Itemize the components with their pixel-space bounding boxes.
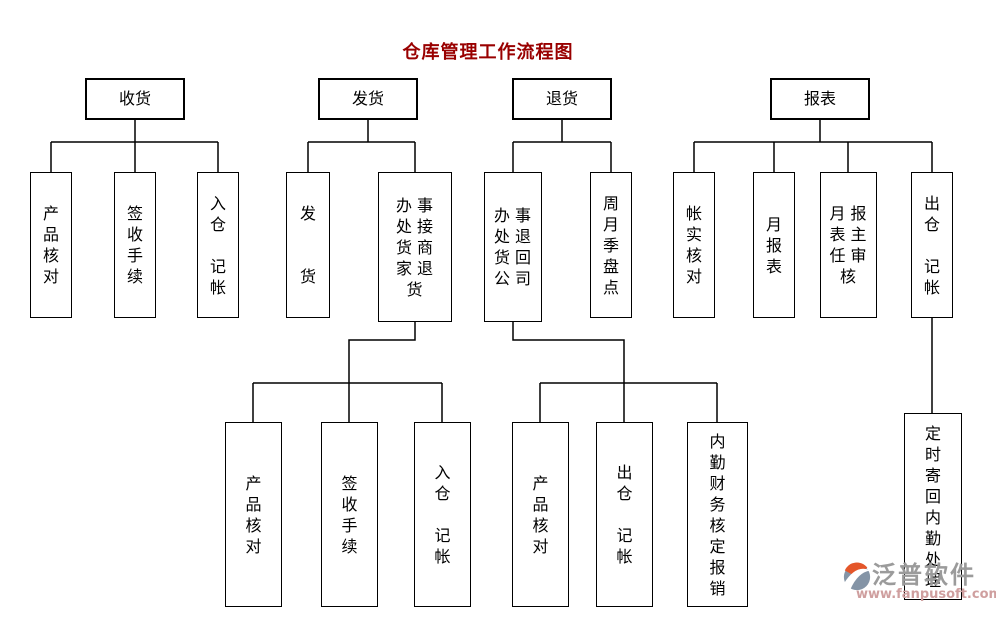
page-title: 仓库管理工作流程图 xyxy=(402,42,574,63)
node-warehouse-out-booking-2: 出 仓 记 帐 xyxy=(596,422,653,607)
node-sign-procedure: 签 收 手 续 xyxy=(114,172,156,318)
watermark-url: www.fanpusoft.com xyxy=(856,587,996,602)
node-office-return-company: 办事 处退 货回 公司 xyxy=(484,172,542,322)
node-periodic-stocktake: 周 月 季 盘 点 xyxy=(590,172,632,318)
node-account-reality-check: 帐 实 核 对 xyxy=(673,172,715,318)
node-returns: 退货 xyxy=(512,78,612,120)
node-mail-back-office: 定 时 寄 回 内 勤 处 理 xyxy=(904,413,962,600)
node-finance-reimbursement: 内 勤 财 务 核 定 报 销 xyxy=(687,422,748,607)
watermark: 泛普软件 www.fanpusoft.com xyxy=(842,562,996,602)
fanpu-logo-icon xyxy=(843,562,871,591)
node-supervisor-review: 月报 表主 任审 核 xyxy=(820,172,877,318)
node-reports: 报表 xyxy=(770,78,870,120)
node-shipping: 发货 xyxy=(318,78,418,120)
watermark-brand: 泛普软件 xyxy=(872,561,976,589)
node-warehouse-in-booking-2: 入 仓 记 帐 xyxy=(414,422,471,607)
node-monthly-report: 月 报 表 xyxy=(753,172,795,318)
node-product-check-3: 产 品 核 对 xyxy=(512,422,569,607)
node-ship-goods: 发 货 xyxy=(286,172,330,318)
node-warehouse-in-booking: 入 仓 记 帐 xyxy=(197,172,239,318)
node-warehouse-out-booking: 出 仓 记 帐 xyxy=(911,172,953,318)
node-sign-procedure-2: 签 收 手 续 xyxy=(321,422,378,607)
node-product-check: 产 品 核 对 xyxy=(30,172,72,318)
node-product-check-2: 产 品 核 对 xyxy=(225,422,282,607)
node-receiving: 收货 xyxy=(85,78,185,120)
node-office-merchant-returns: 办事 处接 货商 家退 货 xyxy=(378,172,452,322)
